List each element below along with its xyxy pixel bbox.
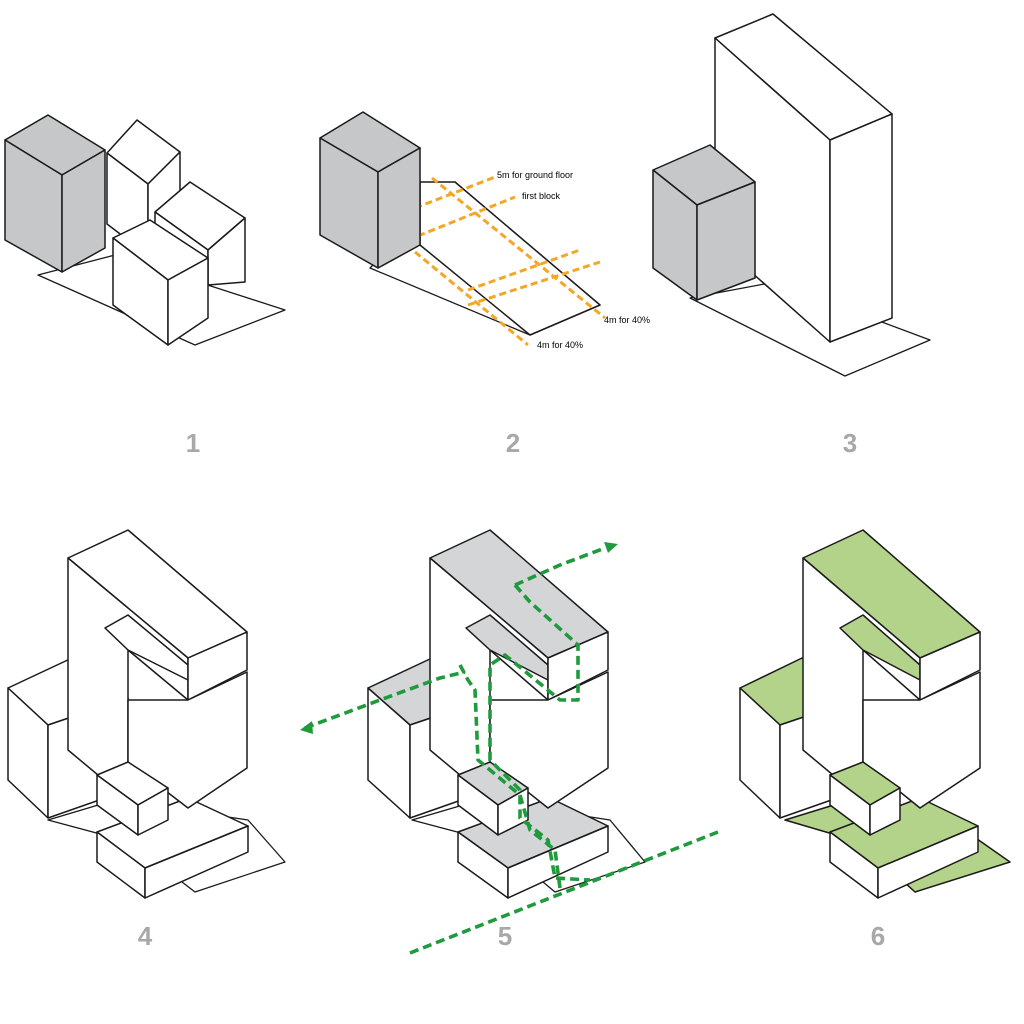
step-1-diagram: 1 xyxy=(4,114,286,458)
step-number: 5 xyxy=(498,921,512,951)
s-volume-front xyxy=(187,631,248,701)
building-footprint-top xyxy=(419,181,601,336)
right-setback-line-2 xyxy=(467,248,581,292)
circulation-path-vertical-3 xyxy=(458,664,562,889)
low-block-front xyxy=(877,825,979,899)
small-block-front xyxy=(869,787,901,836)
step-number: 4 xyxy=(138,921,153,951)
diag-setback-line xyxy=(431,176,606,320)
existing-tower-front xyxy=(61,149,106,273)
arrow-head-right xyxy=(604,542,618,553)
step-number: 3 xyxy=(843,428,857,458)
first-block-annotation: first block xyxy=(522,191,561,201)
diag-setback-line-2 xyxy=(414,250,529,347)
right-setback-annotation: 4m for 40% xyxy=(604,315,650,325)
right-setback-line xyxy=(467,260,601,307)
step-3-diagram: 3 xyxy=(652,13,931,458)
small-block-front xyxy=(137,787,169,836)
low-block-front xyxy=(507,825,609,899)
slab-front xyxy=(829,113,893,343)
step-6-diagram: 6 xyxy=(739,529,1011,951)
step-number: 1 xyxy=(186,428,200,458)
block-front xyxy=(167,257,209,346)
step-5-diagram: 5 xyxy=(300,529,719,955)
step-number: 2 xyxy=(506,428,520,458)
bottom-setback-annotation: 4m for 40% xyxy=(537,340,583,350)
step-4-diagram: 4 xyxy=(7,529,286,951)
step-number: 6 xyxy=(871,921,885,951)
s-volume-front xyxy=(919,631,981,701)
step-2-diagram: 5m for ground floor first block 4m for 4… xyxy=(319,111,650,458)
ground-floor-annotation: 5m for ground floor xyxy=(497,170,573,180)
first-block-line xyxy=(407,195,516,242)
circulation-path-vertical xyxy=(514,546,606,587)
circulation-path-left xyxy=(304,670,466,730)
s-volume-front xyxy=(547,631,609,701)
circulation-path-vertical-2 xyxy=(488,583,591,882)
existing-tower-front xyxy=(377,147,421,269)
site-outline xyxy=(689,281,931,377)
arrow-head-left xyxy=(300,721,313,734)
low-block-front xyxy=(144,825,249,899)
existing-tower-front xyxy=(696,181,756,301)
